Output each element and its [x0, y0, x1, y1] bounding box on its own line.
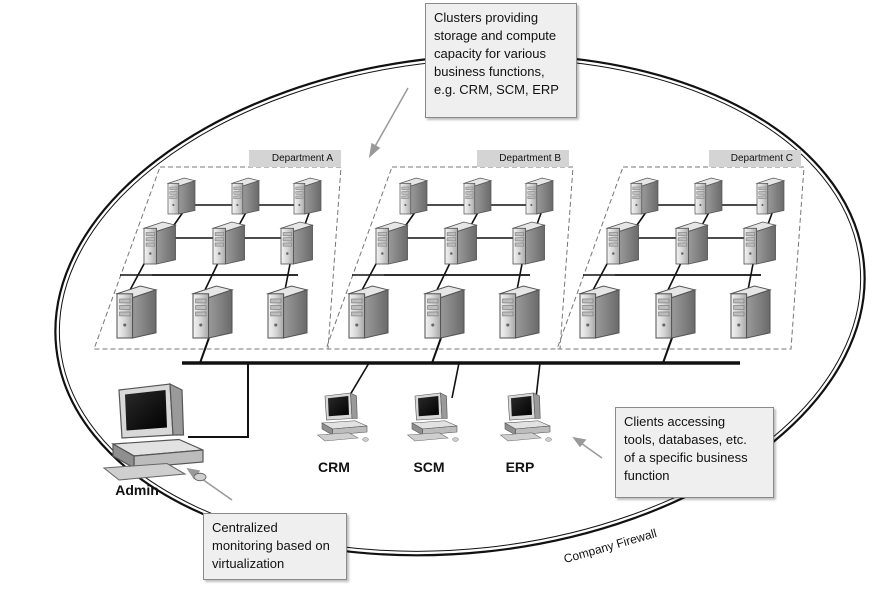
department-a-server-r1-2: [230, 177, 261, 215]
department-c-cluster: [556, 166, 805, 364]
department-c-server-r1-2: [693, 177, 724, 215]
department-c-server-r3-2: [654, 285, 697, 339]
department-b-server-r2-1: [374, 221, 410, 265]
department-b-server-r2-3: [511, 221, 547, 265]
client-computer-crm: [316, 392, 369, 442]
department-a-server-r2-3: [279, 221, 315, 265]
department-b-server-r1-2: [462, 177, 493, 215]
callout-clients: Clients accessing tools, databases, etc.…: [615, 407, 774, 498]
department-c-label: Department C: [709, 150, 801, 167]
department-b-server-r3-3: [498, 285, 541, 339]
callout-clusters: Clusters providing storage and compute c…: [425, 3, 577, 118]
department-c-server-r3-3: [729, 285, 772, 339]
admin-label: Admin: [115, 482, 159, 498]
department-b-server-r1-3: [524, 177, 555, 215]
department-b-cluster: [325, 166, 574, 364]
callout-admin: Centralized monitoring based on virtuali…: [203, 513, 347, 580]
client-label-crm: CRM: [318, 459, 350, 475]
department-c-server-r1-3: [755, 177, 786, 215]
department-a-server-r2-1: [142, 221, 178, 265]
department-c-server-r3-1: [578, 285, 621, 339]
client-label-erp: ERP: [505, 459, 535, 475]
department-b-server-r2-2: [443, 221, 479, 265]
admin-layer: [102, 382, 207, 482]
department-a-server-r2-2: [211, 221, 247, 265]
department-c-server-r2-3: [742, 221, 778, 265]
client-computer-erp: [499, 392, 552, 442]
department-a-server-r3-3: [266, 285, 309, 339]
department-c-server-r2-2: [674, 221, 710, 265]
department-a-server-r1-3: [292, 177, 323, 215]
department-a-server-r3-1: [115, 285, 158, 339]
departments-layer: [93, 166, 805, 364]
department-b-label: Department B: [477, 150, 569, 167]
department-c-server-r1-1: [629, 177, 660, 215]
department-b-server-r3-1: [347, 285, 390, 339]
department-c-boundary: [556, 166, 805, 350]
department-a-label: Department A: [249, 150, 341, 167]
client-computer-scm: [406, 392, 459, 442]
department-a-server-r1-1: [166, 177, 197, 215]
department-a-server-r3-2: [191, 285, 234, 339]
department-a-cluster: [93, 166, 342, 364]
client-label-scm: SCM: [413, 459, 445, 475]
admin-computer: [102, 382, 207, 482]
department-c-server-r2-1: [605, 221, 641, 265]
department-b-server-r1-1: [398, 177, 429, 215]
clients-layer: [316, 392, 552, 442]
department-b-server-r3-2: [423, 285, 466, 339]
